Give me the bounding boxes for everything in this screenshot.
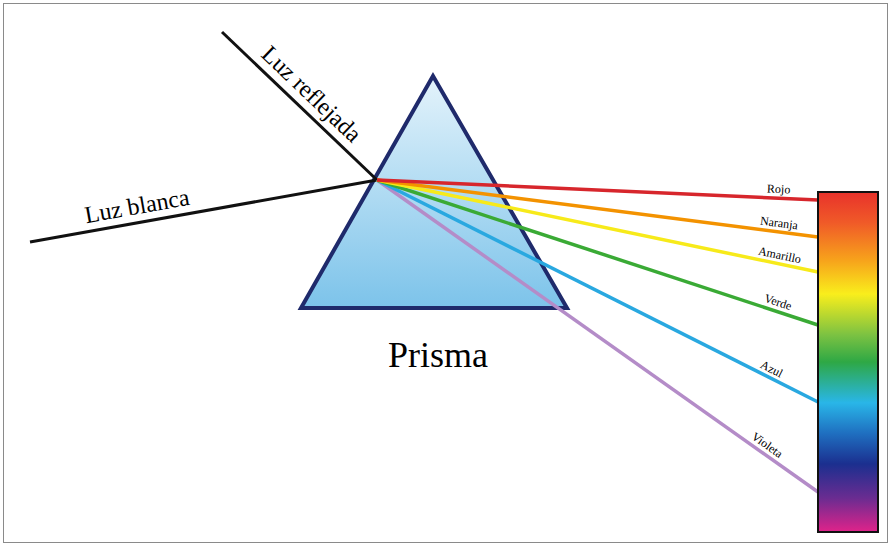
reflected-light-ray	[222, 32, 377, 180]
spectrum-bar	[818, 192, 878, 532]
frame-border	[4, 4, 888, 543]
color-label: Naranja	[760, 215, 799, 232]
white-light-label: Luz blanca	[83, 184, 192, 226]
reflected-light-label: Luz reflejada	[257, 42, 366, 147]
color-label: Amarillo	[757, 245, 802, 266]
orange-ray	[377, 180, 818, 237]
green-ray	[377, 180, 818, 325]
color-label: Azul	[759, 358, 785, 379]
color-label: Verde	[763, 292, 793, 312]
blue-ray	[377, 180, 818, 402]
color-label: Violeta	[750, 430, 785, 460]
color-label: Rojo	[766, 183, 790, 196]
yellow-ray	[377, 180, 818, 272]
prism-label: Prisma	[388, 337, 488, 373]
violet-ray	[377, 180, 818, 492]
red-ray	[377, 180, 818, 200]
white-light-ray	[30, 180, 377, 242]
